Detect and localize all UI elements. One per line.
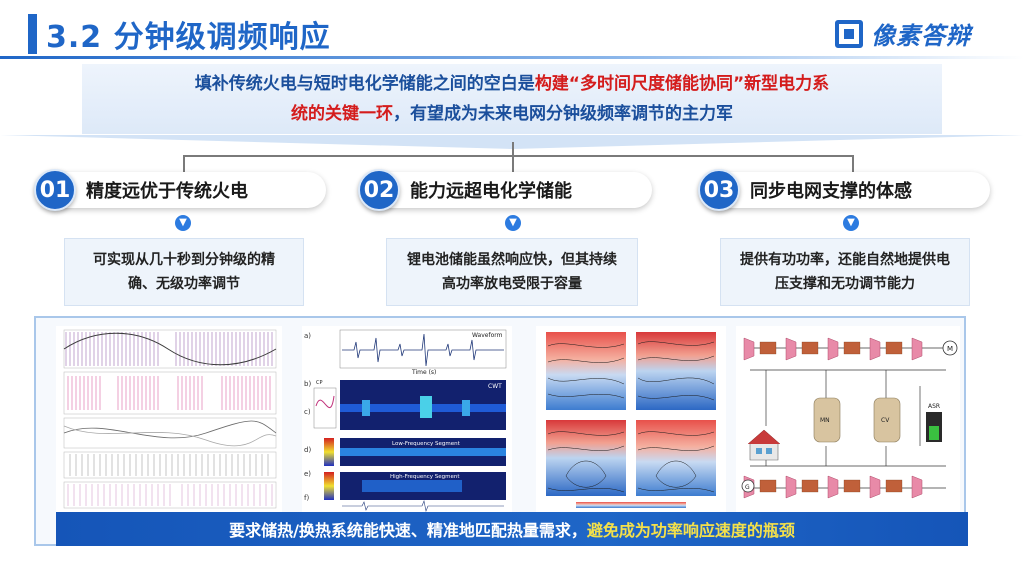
card-1-header: 01 精度远优于传统火电: [34, 169, 326, 211]
card-3-title: 同步电网支撑的体感: [750, 181, 912, 202]
intro-banner: 填补传统火电与短时电化学储能之间的空白是构建“多时间尺度储能协同”新型电力系 统…: [82, 64, 942, 134]
card-3-description: 提供有功功率，还能自然地提供电压支撑和无功调节能力: [740, 252, 950, 292]
card-2-title: 能力远超电化学储能: [410, 181, 572, 202]
summary-text: 要求储热/换热系统能快速、精准地匹配热量需求，避免成为功率响应速度的瓶颈: [229, 517, 795, 541]
figure-flow-field-contours: [536, 326, 726, 512]
time-axis-label: Time (s): [411, 369, 436, 376]
cp-label: CP: [316, 380, 323, 386]
chevron-down-icon: ▼: [843, 215, 859, 231]
connector-right: [852, 155, 854, 173]
figure-waveform-stack: [56, 326, 282, 512]
motor-label: M: [947, 345, 953, 353]
intro-highlight: 构建“多时间尺度储能协同”新型电力系: [534, 74, 830, 94]
tank-mn-label: MN: [820, 417, 830, 424]
chevron-down-icon: ▼: [505, 215, 521, 231]
card-2-description: 锂电池储能虽然响应快，但其持续高功率放电受限于容量: [407, 252, 617, 292]
summary-bar: 要求储热/换热系统能快速、精准地匹配热量需求，避免成为功率响应速度的瓶颈: [56, 512, 968, 546]
figure-thermal-system-schematic: M G MN CV ASR: [736, 326, 960, 512]
card-2-body: 锂电池储能虽然响应快，但其持续高功率放电受限于容量: [386, 238, 638, 306]
intro-text: 填补传统火电与短时电化学储能之间的空白是构建“多时间尺度储能协同”新型电力系 统…: [82, 64, 942, 129]
waveform-title: Waveform: [472, 332, 503, 339]
figure-panel: a) b) c) d) e) f) Waveform Time (s) CP C…: [34, 316, 966, 546]
tank-cv-label: CV: [881, 417, 890, 424]
panel-e-label: e): [304, 470, 311, 478]
card-2-header: 02 能力远超电化学储能: [358, 169, 652, 211]
card-3-body: 提供有功功率，还能自然地提供电压支撑和无功调节能力: [720, 238, 970, 306]
low-frequency-title: Low-Frequency Segment: [392, 441, 461, 447]
panel-f-label: f): [304, 494, 309, 502]
card-1-number-badge: 01: [34, 169, 76, 211]
panel-a-label: a): [304, 332, 311, 340]
panel-d-label: d): [304, 446, 311, 454]
figure-wavelet-analysis: a) b) c) d) e) f) Waveform Time (s) CP C…: [302, 326, 512, 512]
panel-b-label: b): [304, 380, 311, 388]
connector-middle: [512, 155, 514, 173]
connector-horizontal: [183, 155, 853, 157]
intro-part3: ，有望成为未来电网分钟级频率调节的主力军: [393, 104, 733, 124]
card-1-description: 可实现从几十秒到分钟级的精确、无级功率调节: [93, 252, 275, 292]
generator-label: G: [745, 484, 750, 491]
intro-part1: 填补传统火电与短时电化学储能之间的空白是: [194, 74, 535, 94]
card-1-title: 精度远优于传统火电: [86, 181, 248, 202]
card-1-body: 可实现从几十秒到分钟级的精确、无级功率调节: [64, 238, 304, 306]
brand-logo: 像素答辩: [835, 16, 971, 51]
cwt-label: CWT: [488, 383, 502, 390]
title-accent-bar: [28, 14, 37, 54]
panel-c-label: c): [304, 408, 311, 416]
asr-label: ASR: [928, 403, 940, 410]
card-2-number-badge: 02: [358, 169, 400, 211]
chevron-down-icon: ▼: [175, 215, 191, 231]
page-title: 3.2 分钟级调频响应: [46, 20, 331, 55]
card-3-number-badge: 03: [698, 169, 740, 211]
header: 3.2 分钟级调频响应 像素答辩: [0, 0, 1024, 60]
high-frequency-title: High-Frequency Segment: [390, 474, 460, 480]
summary-part1: 要求储热/换热系统能快速、精准地匹配热量需求，: [229, 521, 587, 540]
connector-trunk: [512, 142, 514, 156]
logo-text: 像素答辩: [871, 22, 971, 50]
intro-part2: 统的关键一环: [291, 104, 393, 124]
logo-icon: [835, 19, 863, 48]
card-3-header: 03 同步电网支撑的体感: [698, 169, 990, 211]
connector-left: [183, 155, 185, 173]
header-divider: [0, 56, 1024, 59]
summary-highlight: 避免成为功率响应速度的瓶颈: [586, 521, 795, 540]
